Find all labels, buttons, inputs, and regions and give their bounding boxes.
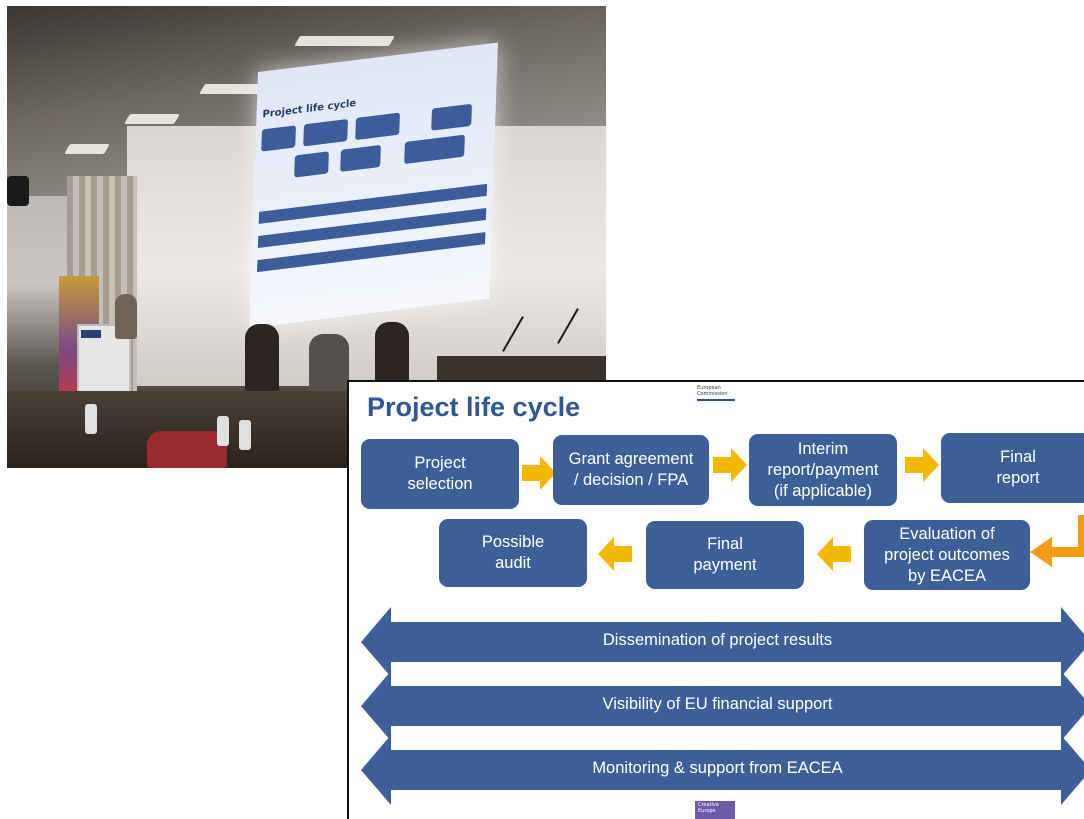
final-report-box: Final report xyxy=(941,433,1084,503)
project-selection-box: Project selection xyxy=(361,439,519,509)
panelist xyxy=(245,324,279,394)
left-arrow-icon xyxy=(598,537,632,571)
red-bag xyxy=(147,431,227,468)
projected-slide-title: Project life cycle xyxy=(262,97,357,121)
panelist xyxy=(375,322,409,386)
monitoring-band xyxy=(361,735,1084,805)
grant-agreement-box: Grant agreement / decision / FPA xyxy=(553,435,709,505)
evaluation-box: Evaluation of project outcomes by EACEA xyxy=(864,520,1030,590)
possible-audit-box: Possible audit xyxy=(439,519,587,587)
final-payment-box: Final payment xyxy=(646,521,804,589)
ec-logo-text: European Commission xyxy=(697,385,728,397)
projected-box xyxy=(431,103,472,131)
right-arrow-icon xyxy=(713,448,747,482)
creative-europe-logo: Creative Europe xyxy=(695,801,735,819)
projected-box xyxy=(340,144,381,172)
projected-box xyxy=(355,112,400,141)
water-bottle xyxy=(217,416,229,446)
ceiling-light xyxy=(64,144,110,154)
right-arrow-icon xyxy=(522,456,556,490)
visibility-band xyxy=(361,671,1084,741)
ceiling-light xyxy=(124,114,180,124)
ceiling-light xyxy=(294,36,395,46)
slide-title: Project life cycle xyxy=(367,392,581,422)
european-commission-logo: European Commission xyxy=(697,385,737,401)
speaker xyxy=(115,294,137,339)
interim-report-box: Interim report/payment (if applicable) xyxy=(749,434,897,506)
dissemination-label: Dissemination of project results xyxy=(602,631,833,649)
spotlight xyxy=(7,176,29,206)
water-bottle xyxy=(239,420,251,450)
projected-slide: Project life cycle xyxy=(249,42,498,329)
projected-box xyxy=(303,118,348,147)
projected-box xyxy=(294,151,329,178)
dissemination-band xyxy=(361,607,1084,677)
podium-logo xyxy=(81,330,101,338)
visibility-label: Visibility of EU financial support xyxy=(602,695,833,713)
left-arrow-icon xyxy=(817,537,851,571)
turn-arrow-icon xyxy=(1030,515,1084,567)
slide-inset: Project life cycle European Commission P… xyxy=(347,380,1084,819)
monitoring-label: Monitoring & support from EACEA xyxy=(592,759,843,777)
projected-box xyxy=(404,134,465,165)
right-arrow-icon xyxy=(905,448,939,482)
water-bottle xyxy=(85,404,97,434)
projected-box xyxy=(261,125,296,152)
